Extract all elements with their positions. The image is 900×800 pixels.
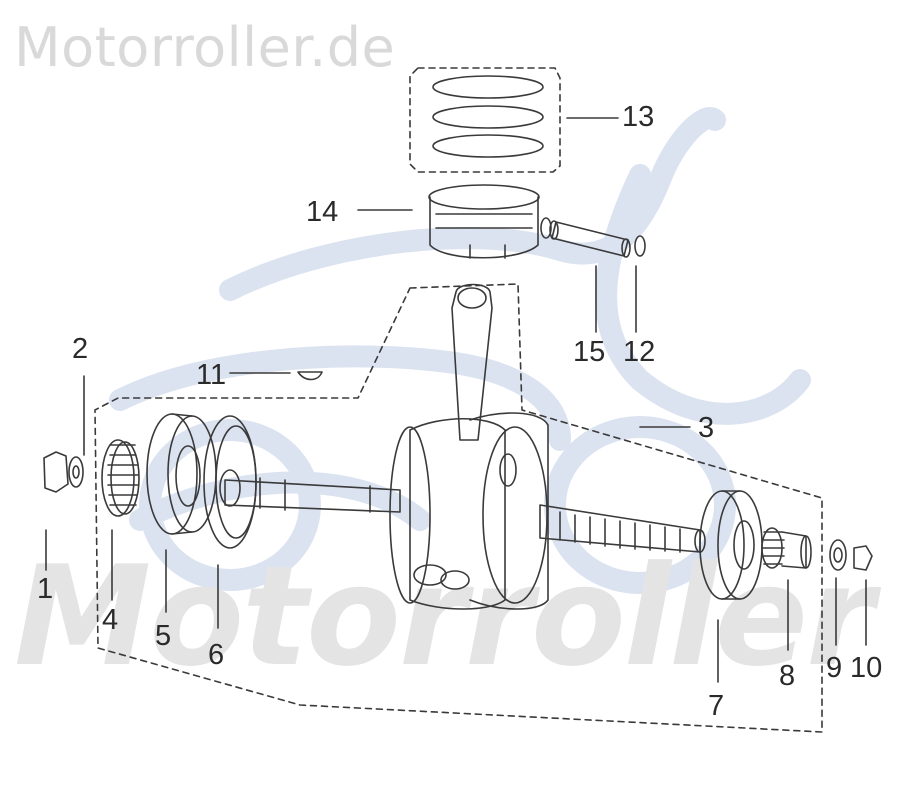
nut-right <box>853 545 873 571</box>
bearing-right <box>699 490 763 600</box>
connecting-rod <box>451 283 493 441</box>
callout-8: 8 <box>779 660 796 692</box>
callout-1: 1 <box>37 573 54 605</box>
timing-plate <box>203 415 257 549</box>
callout-10: 10 <box>850 652 883 684</box>
washer-right <box>829 539 847 571</box>
bearing-left <box>146 413 217 535</box>
washer-left <box>68 456 84 488</box>
piston-ring-group-outline <box>409 67 561 173</box>
piston <box>428 184 540 259</box>
crank-webs <box>389 412 549 610</box>
piston-rings <box>432 75 544 158</box>
oil-pump-gear <box>761 527 812 569</box>
callout-4: 4 <box>102 604 119 636</box>
callout-13: 13 <box>622 101 655 133</box>
callout-5: 5 <box>155 620 172 652</box>
nut <box>43 451 69 493</box>
callout-3: 3 <box>698 412 715 444</box>
callout-14: 14 <box>306 196 339 228</box>
callout-12: 12 <box>623 336 656 368</box>
piston-pin <box>549 220 631 258</box>
leader-lines <box>45 117 867 683</box>
piston-pin-clip-right <box>634 235 646 257</box>
callout-15: 15 <box>573 336 606 368</box>
woodruff-key <box>297 371 323 381</box>
watermark-top: Motorroller.de <box>14 16 396 79</box>
crankshaft-right-shaft <box>539 504 706 553</box>
callout-2: 2 <box>72 333 89 365</box>
crankshaft-left-shaft <box>224 477 401 513</box>
callout-7: 7 <box>708 690 725 722</box>
callout-9: 9 <box>826 652 843 684</box>
callout-6: 6 <box>208 639 225 671</box>
drive-gear <box>101 439 140 517</box>
callout-11: 11 <box>196 359 227 391</box>
piston-pin-clip-left <box>540 217 552 239</box>
crankshaft-group-outline <box>94 283 823 733</box>
